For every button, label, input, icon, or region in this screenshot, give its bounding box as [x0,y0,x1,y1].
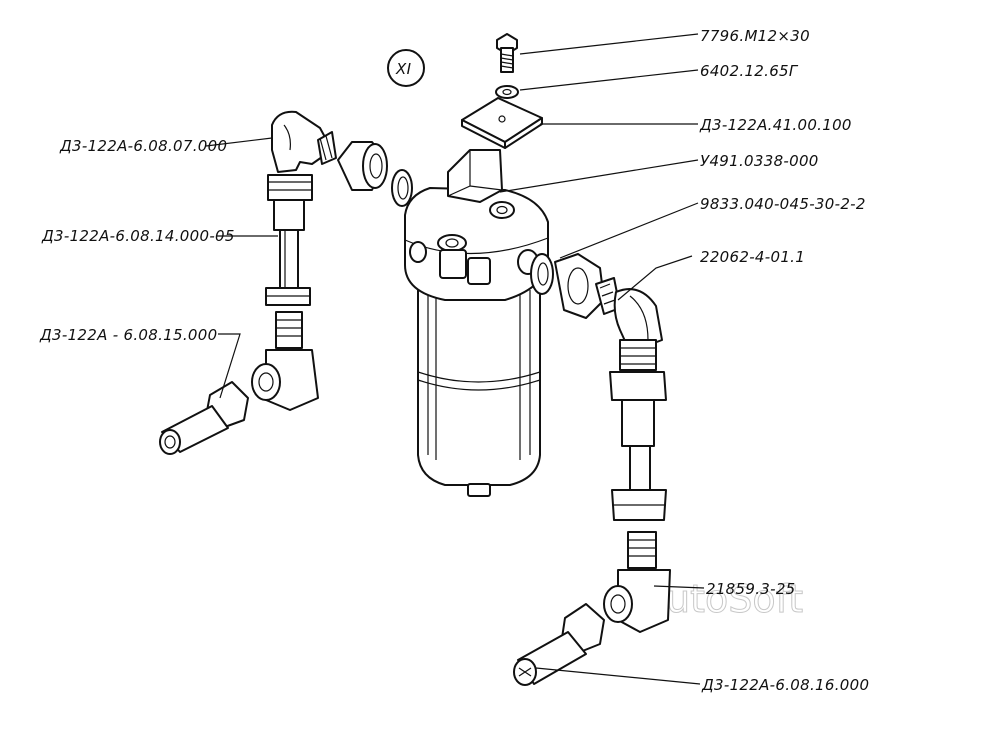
label-fitting-left: Д3-122А - 6.08.15.000 [39,326,217,344]
label-bolt: 7796.M12×30 [700,27,810,45]
filter-housing [404,187,549,497]
leader-lines [205,33,705,685]
label-fitting-right: Д3-122А-6.08.16.000 [701,676,869,694]
label-plate: Д3-122А.41.00.100 [699,116,852,134]
part-labels: 7796.M12×30 6402.12.65Г Д3-122А.41.00.10… [39,27,869,694]
spring-washer [495,85,519,99]
label-bracket: У491.0338-000 [700,152,819,170]
label-elbow-left: Д3-122А-6.08.07.000 [59,137,227,155]
label-pipe-left: Д3-122А-6.08.14.000-05 [41,227,235,245]
union-nut-left [337,141,413,207]
label-washer: 6402.12.65Г [700,62,799,80]
tee-right [603,531,671,633]
view-marker: XI [387,49,425,87]
label-o-ring: 9833.040-045-30-2-2 [700,195,866,213]
mounting-bracket [447,149,503,203]
tee-left [251,311,319,411]
mounting-plate [461,97,543,149]
o-ring-right [530,253,605,319]
pipe-right [609,339,667,521]
elbow-left [271,110,337,173]
fitting-right [513,603,605,686]
label-tee-right: 21859.3-25 [706,580,796,598]
elbow-right [595,277,663,353]
bolt [496,33,518,73]
view-marker-text: XI [395,60,412,78]
fitting-left [159,381,249,455]
label-elbow-right: 22062-4-01.1 [700,248,805,266]
pipe-left [265,174,313,306]
